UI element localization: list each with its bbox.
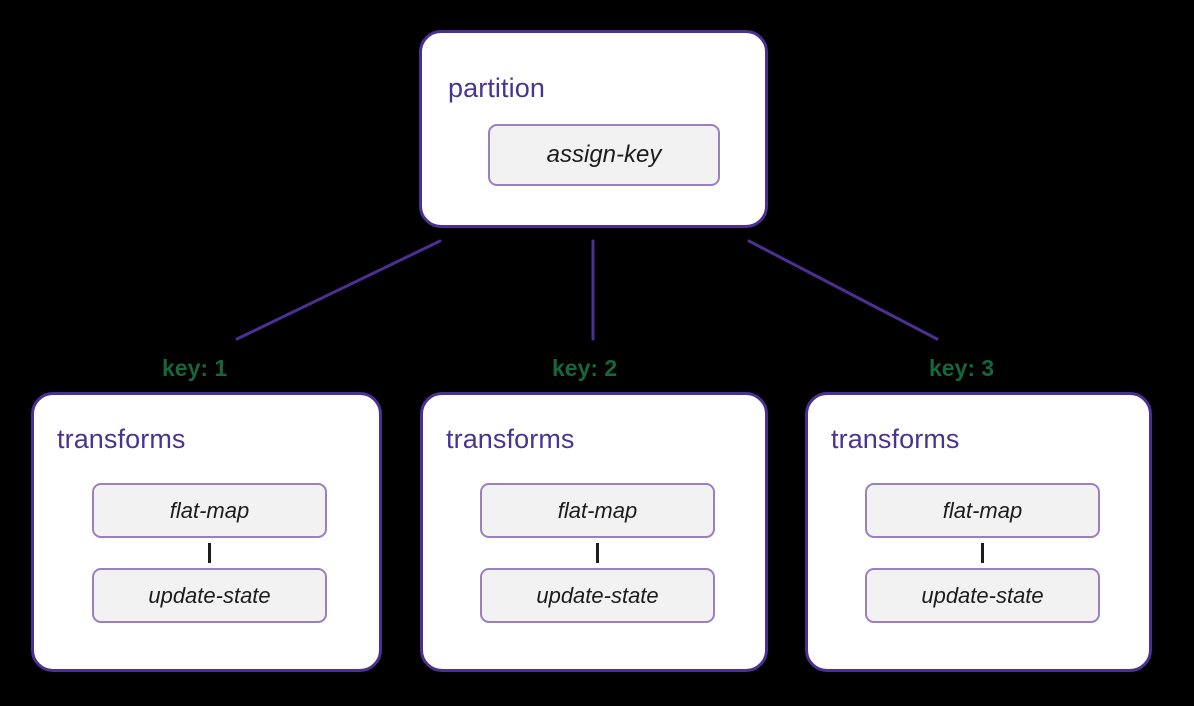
branch-node-link-3 [981,543,984,563]
edge-label-key-2: key: 2 [552,355,618,381]
transforms-group-box-1[interactable]: transforms flat-map update-state [31,392,382,672]
partition-group-box[interactable]: partition assign-key [419,30,768,228]
transforms-group-title-2: transforms [446,424,575,454]
edge-label-key-1: key: 1 [162,355,228,381]
transforms-group-title-1: transforms [57,424,186,454]
node-flat-map-1[interactable]: flat-map [92,483,327,538]
transforms-group-title-3: transforms [831,424,960,454]
transforms-group-box-3[interactable]: transforms flat-map update-state [805,392,1152,672]
node-flat-map-2[interactable]: flat-map [480,483,715,538]
node-update-state-3[interactable]: update-state [865,568,1100,623]
node-update-state-2[interactable]: update-state [480,568,715,623]
node-update-state-1[interactable]: update-state [92,568,327,623]
edge-partition-to-branch-3 [747,239,939,341]
branch-node-link-2 [596,543,599,563]
node-flat-map-3[interactable]: flat-map [865,483,1100,538]
branch-node-link-1 [208,543,211,563]
edge-partition-to-branch-1 [235,239,442,341]
partition-group-title: partition [448,73,545,103]
edge-label-key-3: key: 3 [929,355,995,381]
transforms-group-box-2[interactable]: transforms flat-map update-state [420,392,768,672]
node-assign-key[interactable]: assign-key [488,124,720,186]
